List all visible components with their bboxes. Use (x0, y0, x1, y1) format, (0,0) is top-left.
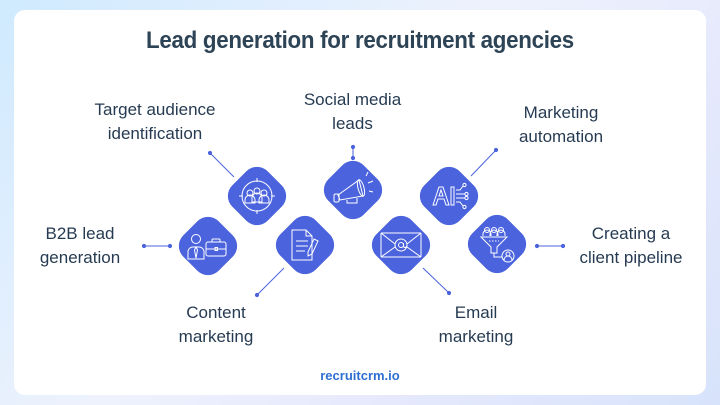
document-pen-icon (291, 229, 319, 261)
label-client-pipeline: Creating a client pipeline (579, 224, 683, 267)
envelope-at-icon (380, 232, 422, 258)
label-target-audience: Target audience identification (94, 100, 216, 143)
funnel-user-icon (479, 227, 515, 263)
node-b2b-lead-generation (172, 210, 244, 282)
node-email-marketing (365, 209, 437, 281)
node-content-marketing (269, 209, 341, 281)
node-social-media (317, 154, 389, 226)
connectors (141, 144, 566, 298)
label-marketing-automation: Marketing automation (518, 103, 604, 146)
footer-brand-link[interactable]: recruitcrm.io (320, 368, 400, 383)
megaphone-icon (333, 171, 374, 204)
group-target-icon (239, 178, 275, 214)
node-marketing-automation (413, 160, 485, 232)
label-social-media: Social media leads (303, 90, 402, 133)
node-target-audience (221, 160, 293, 232)
label-b2b-lead-generation: B2B lead generation (39, 224, 121, 267)
ai-circuit-icon (432, 182, 469, 210)
person-briefcase-icon (187, 234, 227, 260)
label-email-marketing: Email marketing (438, 303, 514, 346)
page-title: Lead generation for recruitment agencies (146, 27, 574, 54)
label-content-marketing: Content marketing (178, 303, 254, 346)
node-client-pipeline (461, 208, 533, 280)
